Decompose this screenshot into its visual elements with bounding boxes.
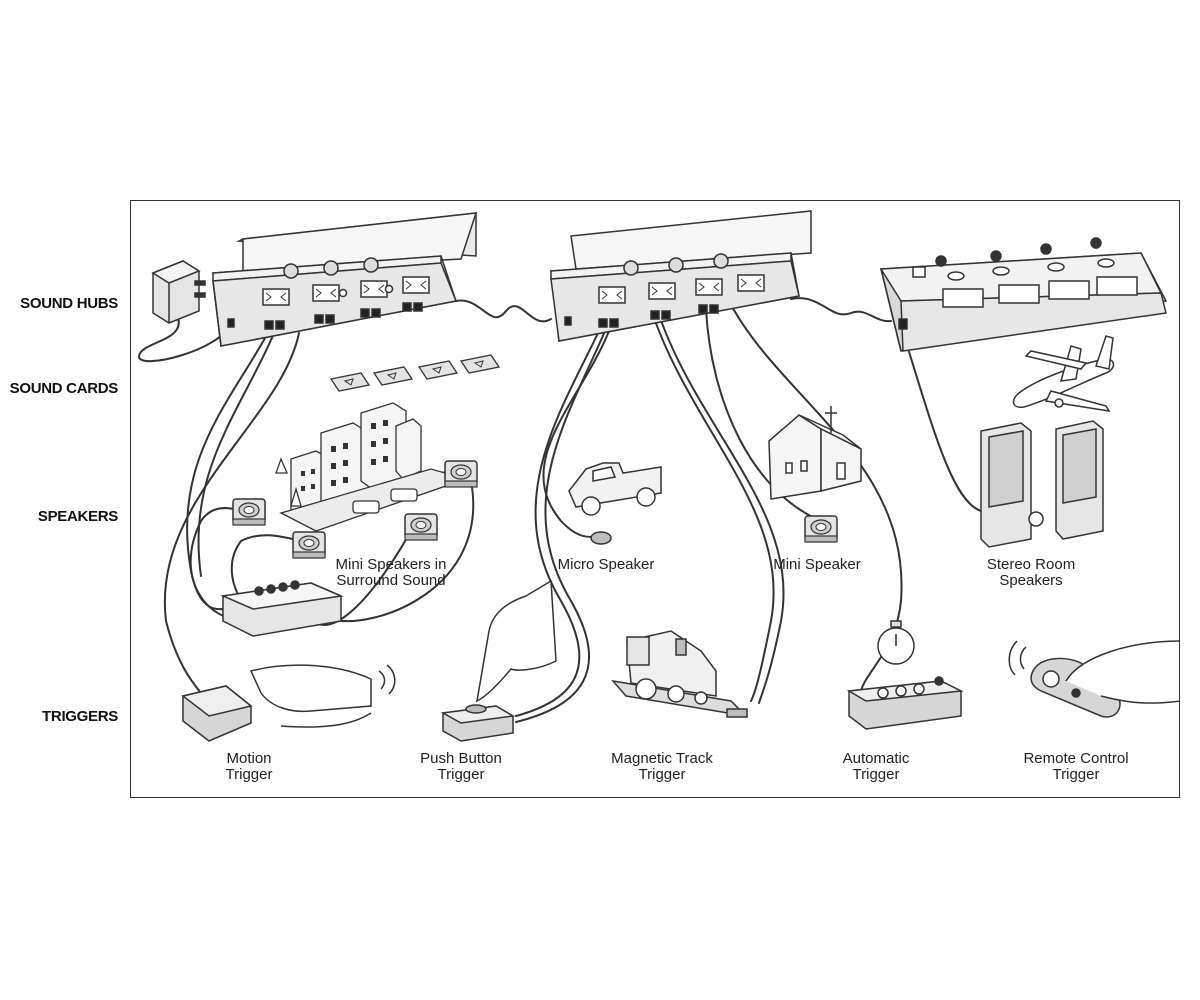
train-icon (611, 630, 749, 718)
city-buildings-icon (275, 402, 469, 532)
row-label-sound-cards: SOUND CARDS (9, 380, 119, 397)
row-label-sound-hubs: SOUND HUBS (20, 295, 118, 312)
micro-speaker-icon (590, 531, 612, 545)
row-label-speakers: SPEAKERS (37, 508, 118, 525)
push-button-trigger-icon (440, 579, 557, 742)
sound-hub-2 (550, 210, 812, 342)
motion-trigger-icon (181, 664, 396, 742)
automatic-trigger-icon (846, 620, 964, 730)
remote-control-trigger-icon (1008, 640, 1179, 718)
caption-micro-speaker: Micro Speaker (557, 556, 655, 573)
stereo-speakers-icon (980, 420, 1104, 548)
mini-speaker-2 (292, 531, 326, 559)
sound-hub-1 (212, 212, 478, 347)
truck-icon (568, 462, 662, 516)
power-adapter-icon (151, 260, 206, 324)
sound-hub-3 (879, 237, 1168, 352)
mini-speaker-3 (404, 513, 438, 541)
mini-speaker-single (804, 515, 838, 543)
diagram-illustration (138, 210, 1179, 742)
sound-cards (330, 354, 500, 392)
mini-speaker-1 (232, 498, 266, 526)
airplane-icon (1012, 335, 1115, 412)
caption-mini-speaker: Mini Speaker (773, 556, 861, 573)
mini-speaker-4 (444, 460, 478, 488)
surround-hub-icon (220, 580, 344, 637)
church-icon (768, 406, 862, 500)
cables (138, 297, 982, 723)
row-label-triggers: TRIGGERS (42, 708, 118, 725)
